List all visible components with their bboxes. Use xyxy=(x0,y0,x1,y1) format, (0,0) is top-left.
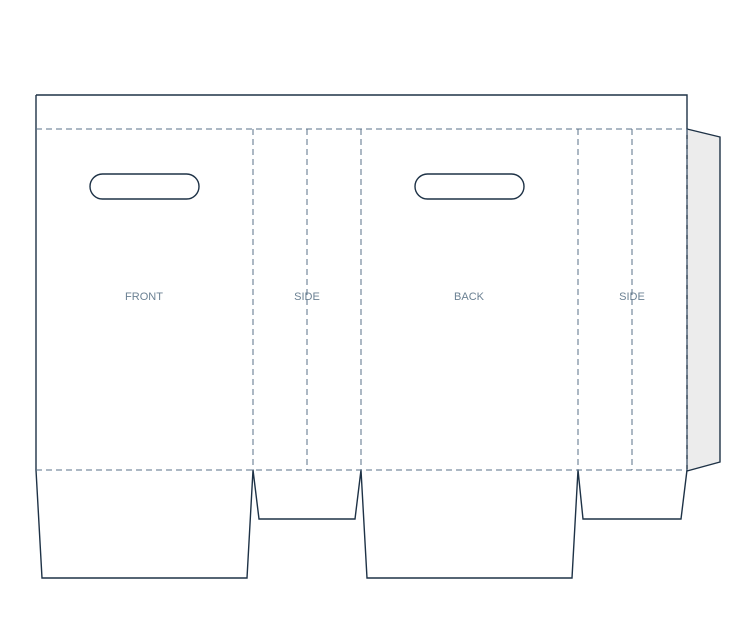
front-panel-label: FRONT xyxy=(125,291,163,303)
back-panel-label: BACK xyxy=(454,291,485,303)
glue-flap xyxy=(686,128,721,472)
front-handle-cutout xyxy=(89,173,200,200)
back-handle-cutout xyxy=(414,173,525,200)
right-side-panel-label: SIDE xyxy=(619,291,645,303)
left-side-panel-label: SIDE xyxy=(294,291,320,303)
outer-cut-line xyxy=(35,94,688,579)
